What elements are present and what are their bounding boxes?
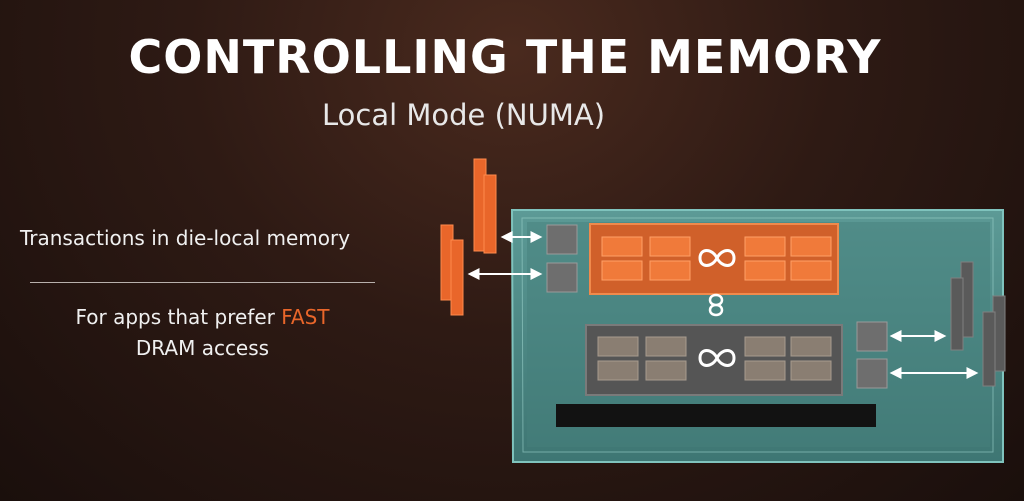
core-blocks-top xyxy=(601,236,832,281)
divider xyxy=(30,282,375,283)
point-2-line2: DRAM access xyxy=(135,336,270,360)
fast-highlight: FAST xyxy=(281,305,330,329)
infinity-icon xyxy=(698,249,736,267)
memory-controllers-right xyxy=(856,321,888,389)
point-die-local-memory: Transactions in die-local memory xyxy=(20,226,351,250)
dimm-sticks-local xyxy=(440,158,497,316)
point-2-prefix: For apps that prefer xyxy=(75,305,282,329)
package-bar xyxy=(556,404,876,427)
slide-subtitle: Local Mode (NUMA) xyxy=(322,98,606,132)
arrows-local xyxy=(467,231,543,280)
dimm-sticks-remote xyxy=(950,261,1006,387)
memory-controllers-left xyxy=(546,224,578,293)
infinity-icon xyxy=(708,293,724,317)
die-local-active xyxy=(589,223,839,295)
slide-title: CONTROLLING THE MEMORY xyxy=(128,30,882,84)
die-remote xyxy=(585,324,843,396)
point-fast-dram: For apps that prefer FAST DRAM access xyxy=(30,302,375,364)
infinity-icon xyxy=(698,349,736,367)
core-blocks-bottom xyxy=(597,336,832,381)
arrows-remote xyxy=(889,330,979,379)
